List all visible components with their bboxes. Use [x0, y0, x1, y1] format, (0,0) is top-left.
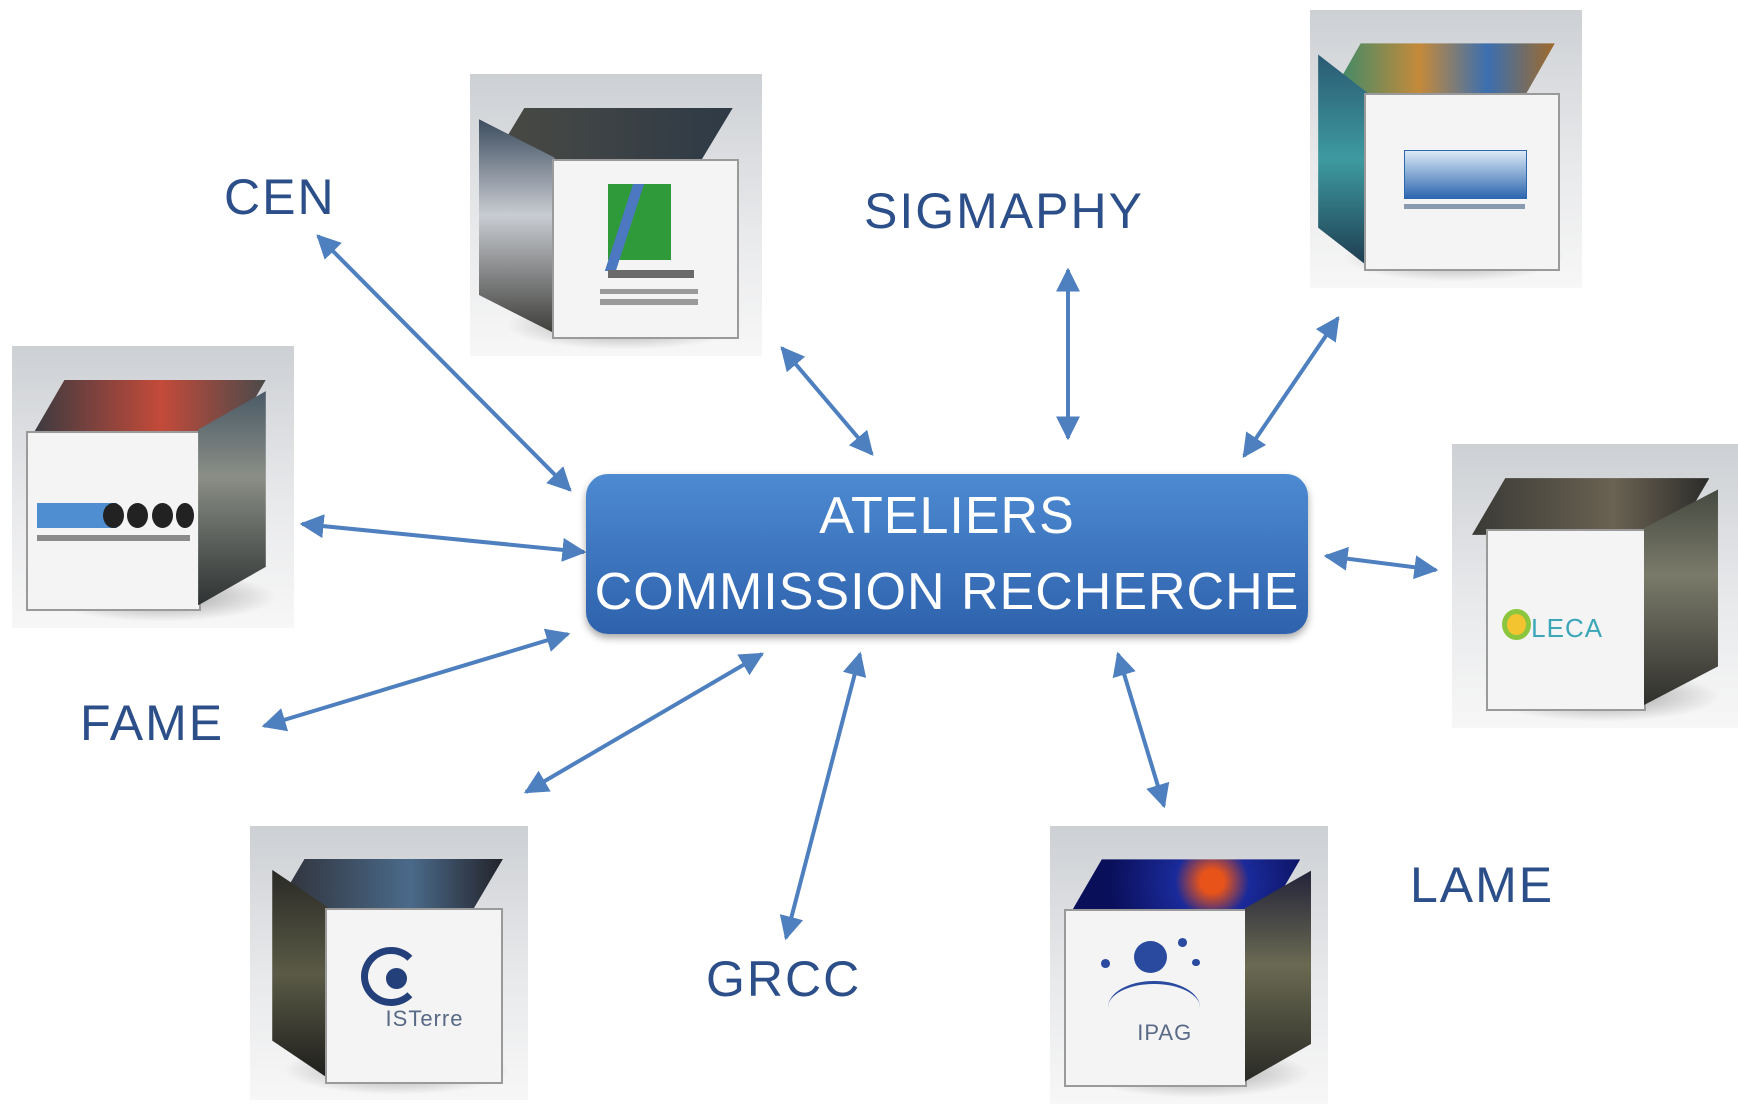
left-cube-face [26, 430, 201, 612]
arrow-cen [316, 234, 572, 492]
arrow-grcc [779, 651, 867, 941]
arrow-isterre [523, 652, 765, 794]
leca-face: LECA [1486, 529, 1647, 711]
arrow-leca [1323, 546, 1439, 580]
arrow-ipag [1112, 651, 1170, 809]
arrow-legi [1242, 316, 1340, 458]
isterre-logo-text: ISTerre [385, 1006, 464, 1032]
cube-leca: LECA [1452, 444, 1738, 728]
label-sigmaphy: SIGMAPHY [864, 183, 1144, 239]
ipag-face: IPAG [1063, 909, 1248, 1088]
ipag-logo-planet [1133, 941, 1167, 974]
center-box: ATELIERS COMMISSION RECHERCHE [586, 474, 1308, 634]
ipag-logo-text: IPAG [1137, 1019, 1193, 1045]
label-grcc: GRCC [706, 951, 862, 1007]
arrow-fame [261, 628, 571, 732]
center-line1: ATELIERS [819, 487, 1075, 545]
cube-lthe [470, 74, 762, 356]
cube-left [12, 346, 294, 628]
arrow-lthe [780, 346, 874, 456]
isterre-logo-circle [360, 946, 422, 1007]
cube-isterre: ISTerre [250, 826, 528, 1100]
isterre-face: ISTerre [325, 908, 503, 1084]
center-line2: COMMISSION RECHERCHE [594, 563, 1300, 621]
cube-legi [1310, 10, 1582, 288]
lthe-face [551, 158, 739, 340]
legi-face [1364, 93, 1561, 272]
legi-logo [1403, 150, 1527, 199]
cube-ipag: IPAG [1050, 826, 1328, 1104]
arrow-left-cube [299, 514, 587, 562]
label-fame: FAME [80, 695, 225, 751]
label-lame: LAME [1410, 857, 1555, 913]
leca-logo-circle [1502, 609, 1532, 641]
label-cen: CEN [224, 169, 336, 225]
leca-logo-text: LECA [1531, 612, 1604, 643]
